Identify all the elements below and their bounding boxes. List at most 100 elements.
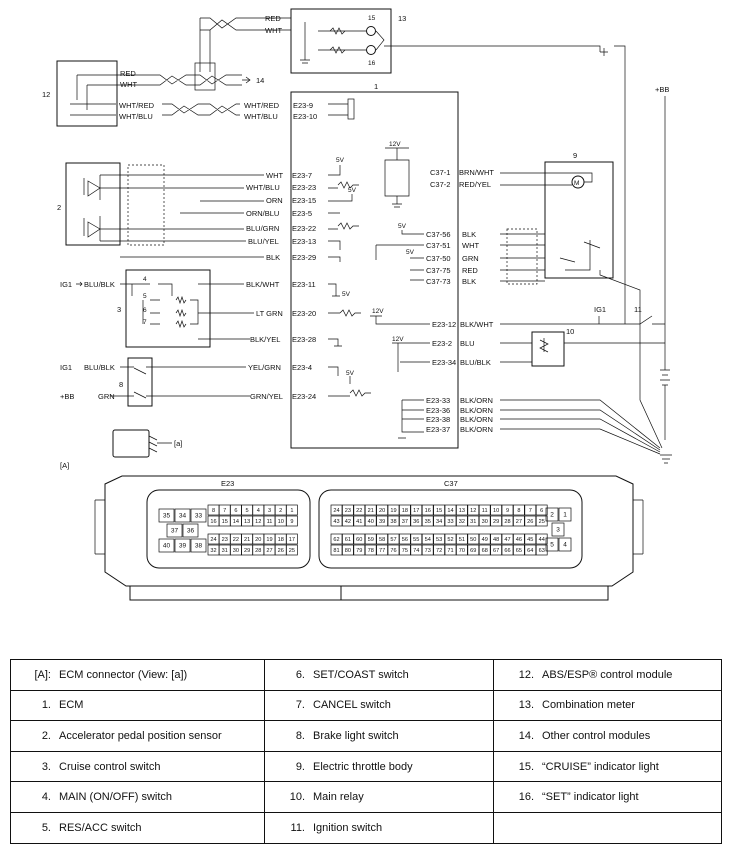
main-relay-number: 10 bbox=[566, 327, 574, 336]
connector-pin-label: 34 bbox=[179, 513, 187, 520]
connector-pin-label: 26 bbox=[527, 519, 533, 525]
legend-label: “SET” indicator light bbox=[542, 791, 639, 804]
legend-number: 6. bbox=[295, 668, 305, 681]
view-reference: [A] bbox=[60, 461, 69, 470]
e23-connector-body bbox=[146, 489, 311, 569]
pin-e23-5: E23-5 bbox=[292, 209, 312, 218]
wire-color-wht-tb: WHT bbox=[462, 241, 479, 250]
legend-cell: 8.Brake light switch bbox=[264, 720, 494, 752]
legend-cell: 5.RES/ACC switch bbox=[10, 811, 265, 844]
connector-pin-label: 3 bbox=[268, 508, 271, 514]
connector-pin-label: 6 bbox=[540, 508, 543, 514]
connector-pin bbox=[410, 533, 423, 545]
connector-pin-label: 48 bbox=[493, 537, 499, 543]
pin-c37-50: C37-50 bbox=[426, 254, 451, 263]
wire-color-blk-yel: BLK/YEL bbox=[250, 335, 280, 344]
connector-pin-label: 13 bbox=[244, 519, 250, 525]
connector-pin-label: 7 bbox=[529, 508, 532, 514]
connector-pin bbox=[330, 544, 343, 556]
ecm-box bbox=[290, 91, 459, 449]
connector-pin bbox=[399, 515, 411, 527]
legend-cell: 13.Combination meter bbox=[493, 689, 722, 722]
pin-e23-38: E23-38 bbox=[426, 415, 450, 424]
connector-pin bbox=[467, 504, 480, 516]
abs-wire-wht-red: WHT/RED bbox=[119, 101, 155, 110]
legend-row: 3.Cruise control switch 9. Electric thrott… bbox=[10, 750, 722, 783]
connector-pin bbox=[490, 533, 502, 545]
legend-label: Brake light switch bbox=[313, 729, 399, 742]
throttle-body-number: 9 bbox=[573, 151, 577, 160]
pin-c37-1: C37-1 bbox=[430, 168, 450, 177]
connector-pin bbox=[421, 515, 434, 527]
connector-pin-label: 30 bbox=[233, 548, 239, 554]
legend-number: 13. bbox=[518, 699, 534, 712]
connector-pin-label: 56 bbox=[402, 537, 408, 543]
pin-e23-33: E23-33 bbox=[426, 396, 450, 405]
legend-label: Electric throttle body bbox=[313, 760, 413, 773]
pin-c37-51: C37-51 bbox=[426, 241, 451, 250]
connector-pin bbox=[513, 504, 525, 516]
accelerator-pedal-sensor-box bbox=[65, 162, 121, 246]
connector-pin bbox=[467, 515, 480, 527]
connector-pin-label: 27 bbox=[266, 548, 272, 554]
connector-pin-label: 28 bbox=[504, 519, 510, 525]
connector-pin-label: 32 bbox=[459, 519, 465, 525]
connector-pin-label: 68 bbox=[482, 548, 488, 554]
connector-pin-label: 40 bbox=[163, 543, 171, 550]
connector-pin-label: 29 bbox=[244, 548, 250, 554]
pin-e23-28: E23-28 bbox=[292, 335, 316, 344]
connector-pin bbox=[490, 504, 502, 516]
connector-pin bbox=[524, 504, 537, 516]
connector-pin-label: 24 bbox=[333, 508, 339, 514]
connector-pin-label: 10 bbox=[493, 508, 499, 514]
abs-wire-red: RED bbox=[120, 69, 136, 78]
connector-pin-label: 51 bbox=[459, 537, 465, 543]
connector-pin bbox=[551, 522, 565, 537]
connector-pin-label: 54 bbox=[425, 537, 431, 543]
connector-pin-label: 36 bbox=[187, 528, 195, 535]
connector-pin-label: 12 bbox=[470, 508, 476, 514]
main-switch-number: 4 bbox=[143, 276, 147, 283]
legend-number: 9. bbox=[295, 760, 305, 773]
wire-color-wht-blu: WHT/BLU bbox=[246, 183, 280, 192]
legend-row: [A]:ECM connector (View: [a])6.SET/COAST… bbox=[10, 659, 722, 691]
connector-pin-label: 2 bbox=[279, 508, 282, 514]
other-modules-number: 14 bbox=[256, 76, 264, 85]
connector-pin-label: 17 bbox=[289, 537, 295, 543]
main-relay-box bbox=[531, 331, 565, 367]
bb-label: +BB bbox=[60, 392, 74, 401]
legend-number: 4. bbox=[41, 791, 51, 804]
connector-pin bbox=[535, 504, 548, 516]
connector-pin bbox=[286, 544, 298, 556]
connector-pin bbox=[286, 515, 298, 527]
connector-pin-label: 19 bbox=[266, 537, 272, 543]
connector-pin bbox=[513, 515, 525, 527]
connector-pin bbox=[342, 533, 354, 545]
ig1-label-upper: IG1 bbox=[60, 280, 72, 289]
voltage-5v-b: 5V bbox=[348, 187, 357, 194]
connector-pin bbox=[174, 538, 191, 553]
connector-pin-label: 24 bbox=[210, 537, 216, 543]
wire-color-blk-wht: BLK/WHT bbox=[246, 280, 280, 289]
legend-label: CANCEL switch bbox=[313, 699, 391, 712]
connector-pin bbox=[364, 504, 377, 516]
connector-pin-label: 57 bbox=[390, 537, 396, 543]
cruise-control-switch-box bbox=[125, 269, 211, 348]
connector-pin-label: 1 bbox=[563, 512, 567, 519]
connector-pin-label: 64 bbox=[527, 548, 533, 554]
connector-pin-label: 20 bbox=[255, 537, 261, 543]
legend-number: 10. bbox=[289, 791, 305, 804]
wire-color-red-tb: RED bbox=[462, 266, 478, 275]
pin-c37-73: C37-73 bbox=[426, 277, 451, 286]
wire-color-grn-yel: GRN/YEL bbox=[250, 392, 283, 401]
pin-e23-37: E23-37 bbox=[426, 425, 450, 434]
connector-pin bbox=[421, 533, 434, 545]
legend-cell: 3.Cruise control switch bbox=[10, 750, 265, 783]
connector-pin-label: 60 bbox=[356, 537, 362, 543]
bb-wire: GRN bbox=[98, 392, 115, 401]
connector-pin bbox=[190, 508, 207, 523]
legend-cell: 12.ABS/ESP® control module bbox=[493, 659, 722, 691]
connector-pin-label: 76 bbox=[390, 548, 396, 554]
